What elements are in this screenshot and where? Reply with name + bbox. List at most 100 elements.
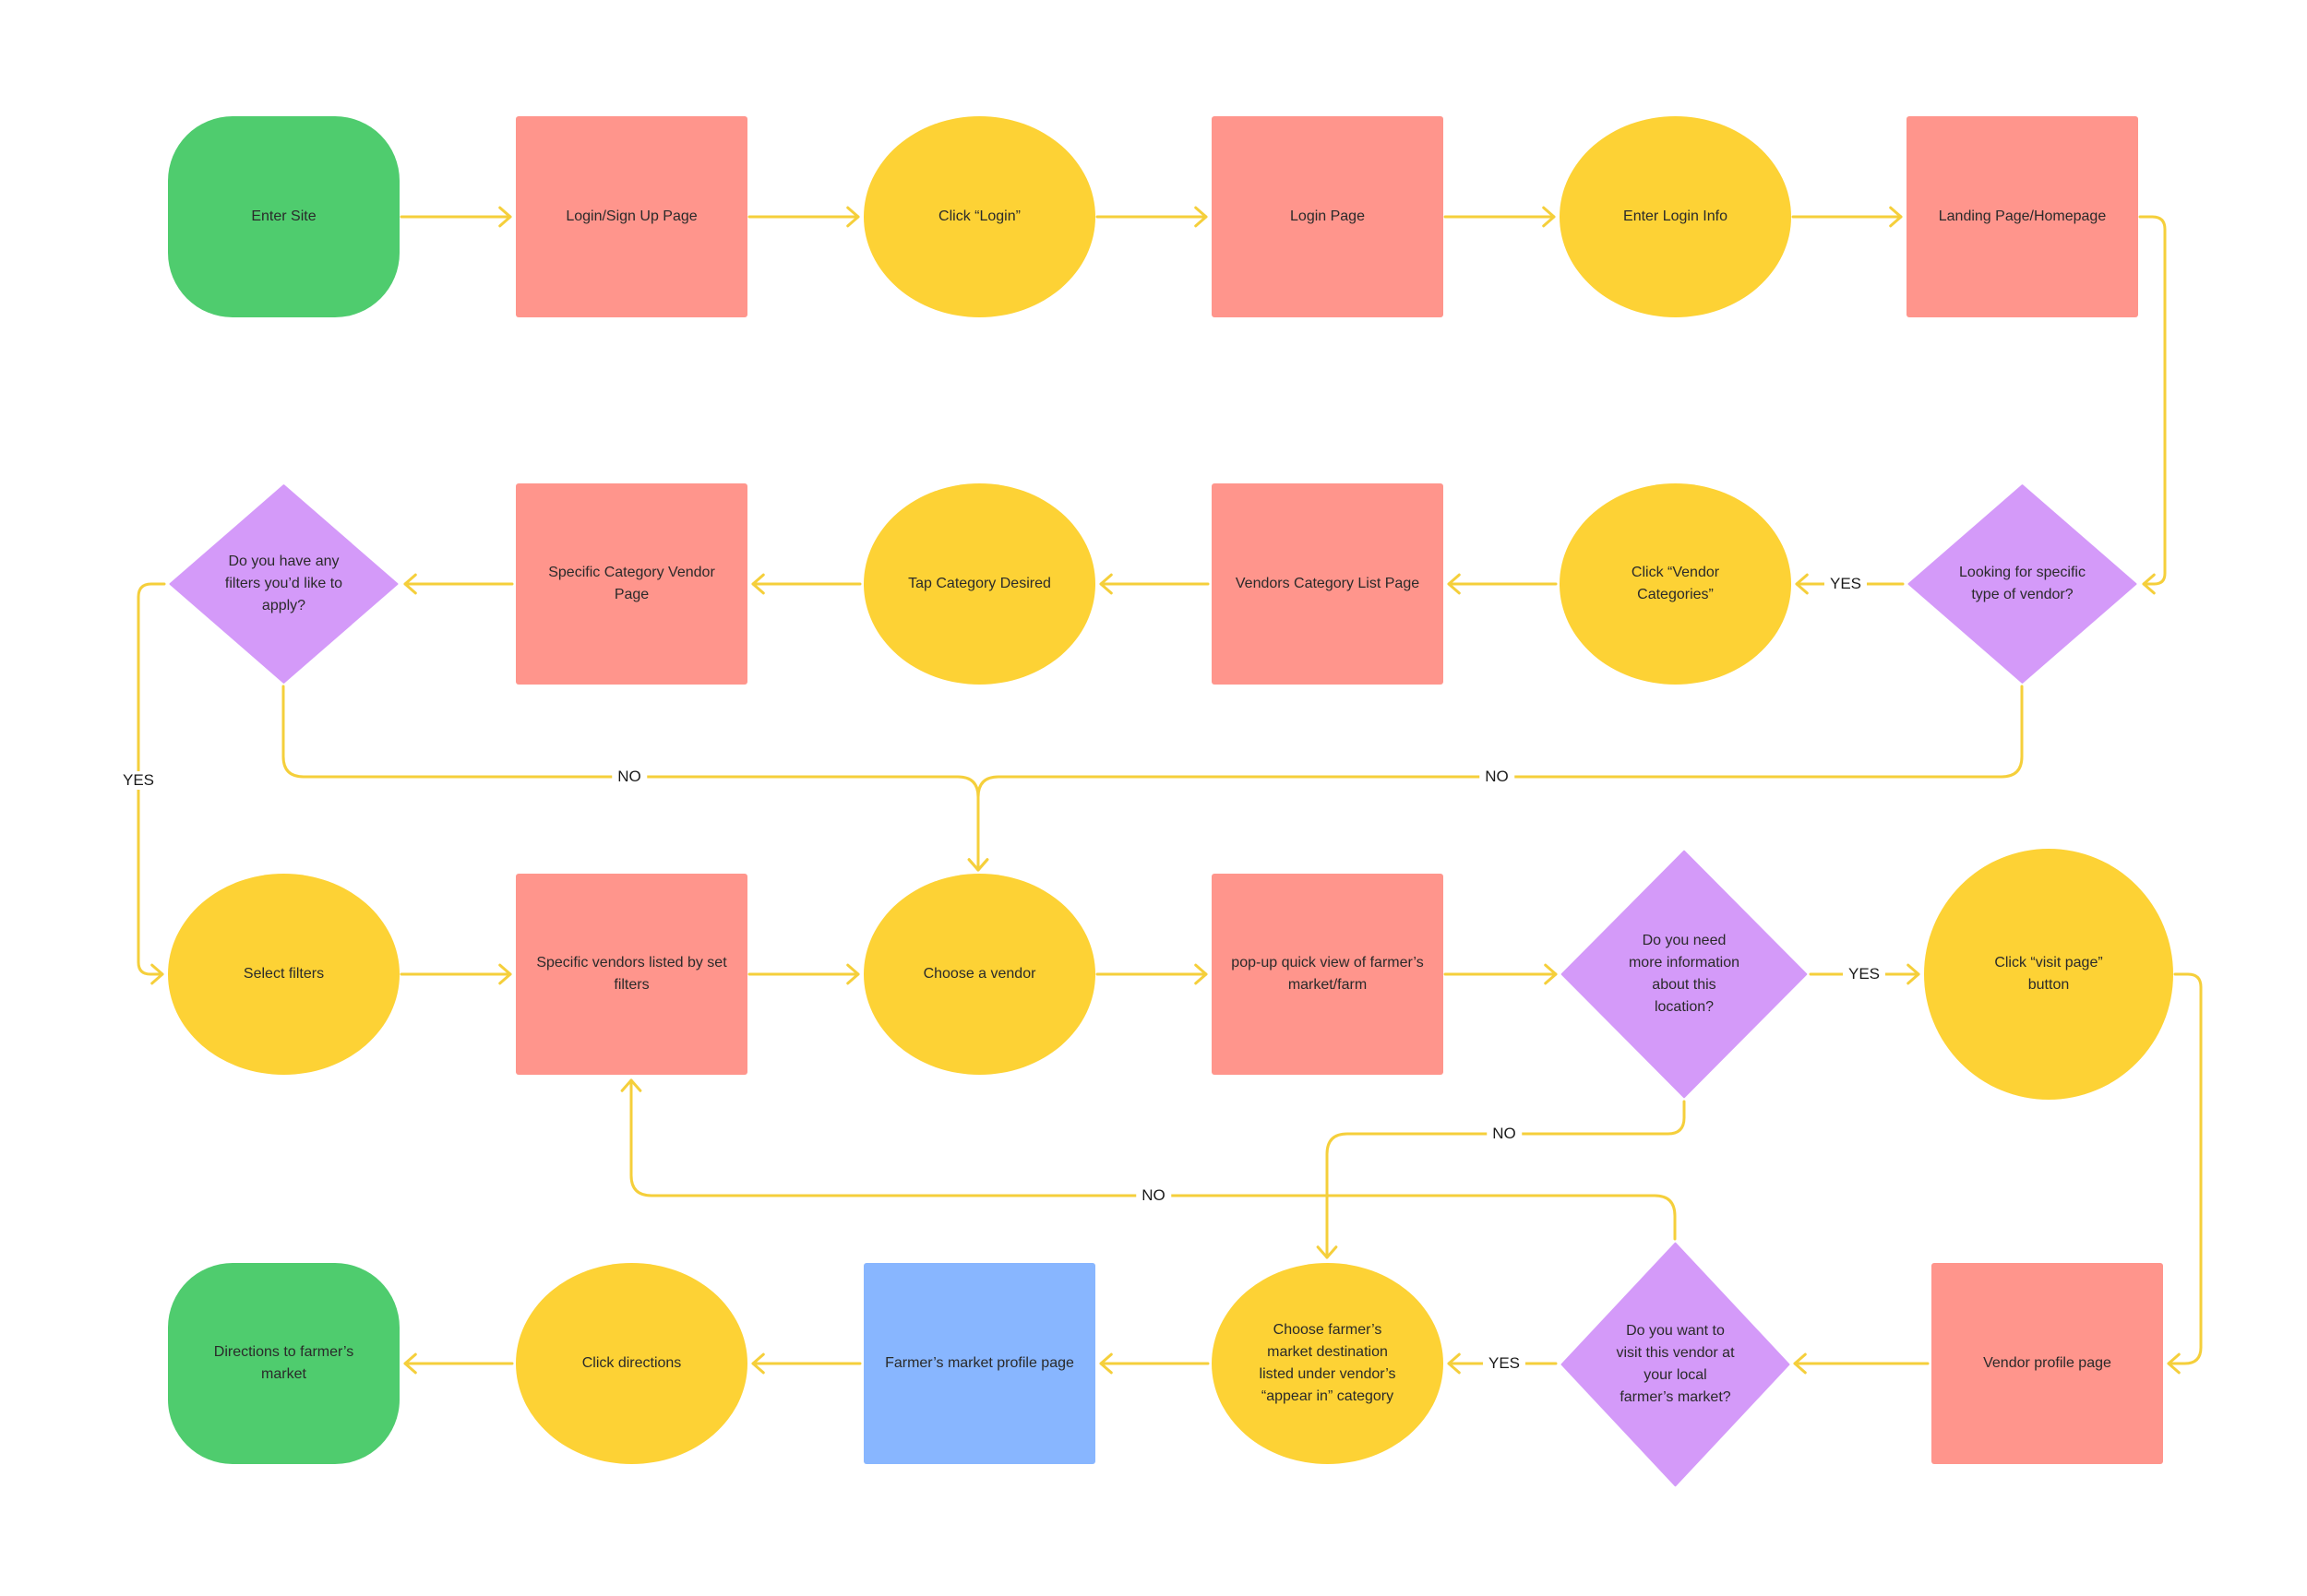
node-vendors-category-list: Vendors Category List Page [1212,483,1443,685]
connector-choose-vendor-to-popup-quick-view [1095,963,1208,985]
node-label: Enter Login Info [1623,208,1727,224]
node-vendors-by-filters: Specific vendors listed by set filters [516,874,747,1075]
node-label: pop-up quick view of farmer’s market/far… [1231,955,1424,993]
arrowhead [1907,963,1920,985]
edge-label-yes: YES [116,771,161,790]
node-label: Select filters [243,966,325,982]
edge-label-no: NO [1136,1186,1171,1205]
connector-click-directions-to-directions [403,1352,514,1375]
node-label: Vendors Category List Page [1235,576,1420,591]
arrowhead [403,1352,417,1375]
node-click-vendor-categories: Click “Vendor Categories” [1560,483,1791,685]
connector-tap-category-to-specific-category-page [751,573,862,595]
arrowhead [1194,963,1208,985]
arrowhead [2142,573,2156,595]
node-label: Looking for specific type of vendor? [1959,565,2086,602]
node-label: Do you want to visit this vendor at your… [1616,1323,1735,1405]
arrowhead [846,963,860,985]
connector-choose-destination-to-market-profile [1099,1352,1210,1375]
arrowhead [1099,1352,1113,1375]
node-filters-question: Do you have any filters you’d like to ap… [168,483,400,685]
arrowhead [1447,1352,1461,1375]
arrowhead [751,573,765,595]
node-label: Click “visit page” button [1994,955,2103,993]
node-label: Choose a vendor [923,966,1036,982]
node-need-more-info: Do you need more information about this … [1560,849,1809,1100]
arrowhead [1544,963,1558,985]
node-label: Do you need more information about this … [1628,933,1740,1015]
arrowhead [1194,206,1208,228]
node-login-page: Login Page [1212,116,1443,317]
node-label: Farmer’s market profile page [885,1355,1074,1371]
node-directions: Directions to farmer’s market [168,1263,400,1464]
arrowhead [751,1352,765,1375]
connector-line [2167,972,2203,1365]
connector-market-profile-to-click-directions [751,1352,862,1375]
arrowhead [1793,1352,1807,1375]
arrowhead [1447,573,1461,595]
node-label: Click “Vendor Categories” [1631,565,1720,602]
connector-click-vendor-categories-to-vendors-category-list [1447,573,1558,595]
node-enter-login-info: Enter Login Info [1560,116,1791,317]
node-label: Choose farmer’s market destination liste… [1259,1322,1396,1404]
node-label: Login Page [1290,208,1365,224]
connector-enter-login-info-to-landing-page [1791,206,1903,228]
node-click-login: Click “Login” [864,116,1095,317]
arrowhead [620,1078,642,1092]
connector-line [629,1078,1677,1241]
node-enter-site: Enter Site [168,116,400,317]
arrowhead [403,573,417,595]
node-looking-specific: Looking for specific type of vendor? [1907,483,2138,685]
edge-label-yes: YES [1823,575,1868,593]
connector-click-visit-page-to-vendor-profile [2167,972,2203,1375]
connector-vendors-by-filters-to-choose-vendor [747,963,860,985]
decision-diamond [1907,483,2138,685]
node-select-filters: Select filters [168,874,400,1075]
node-specific-category-page: Specific Category Vendor Page [516,483,747,685]
arrowhead [1099,573,1113,595]
arrowhead [498,963,512,985]
node-label: Vendor profile page [1983,1355,2111,1371]
connector-visit-vendor-question-to-vendors-by-filters [620,1078,1677,1241]
node-landing-page: Landing Page/Homepage [1907,116,2138,317]
arrowhead [1542,206,1556,228]
arrowhead [150,963,164,985]
node-click-visit-page: Click “visit page” button [1924,849,2173,1100]
edge-label-no: NO [612,768,647,786]
connector-select-filters-to-vendors-by-filters [400,963,512,985]
node-label: Enter Site [251,208,317,224]
arrowhead [1316,1245,1338,1259]
node-click-directions: Click directions [516,1263,747,1464]
node-label: Login/Sign Up Page [566,208,698,224]
connector-specific-category-page-to-filters-question [403,573,514,595]
node-market-profile: Farmer’s market profile page [864,1263,1095,1464]
decision-diamond [168,483,400,685]
edge-label-yes: YES [1842,965,1886,983]
node-tap-category: Tap Category Desired [864,483,1095,685]
node-label: Click directions [581,1355,682,1371]
connector-login-page-to-enter-login-info [1443,206,1556,228]
connector-enter-site-to-login-signup [400,206,512,228]
node-popup-quick-view: pop-up quick view of farmer’s market/far… [1212,874,1443,1075]
node-label: Specific Category Vendor Page [548,565,715,602]
connector-popup-quick-view-to-need-more-info [1443,963,1558,985]
arrowhead [498,206,512,228]
edge-label-no: NO [1487,1125,1522,1143]
node-label: Specific vendors listed by set filters [536,955,727,993]
connector-landing-page-to-looking-specific [2138,215,2167,595]
arrowhead [1889,206,1903,228]
edge-label-yes: YES [1482,1354,1526,1373]
decision-diamond [1560,1241,1791,1488]
decision-diamond [1560,849,1809,1100]
arrowhead [1795,573,1809,595]
arrowhead [967,858,989,872]
node-visit-vendor-question: Do you want to visit this vendor at your… [1560,1241,1791,1488]
connector-click-login-to-login-page [1095,206,1208,228]
arrowhead [846,206,860,228]
arrowhead [2167,1352,2181,1375]
node-label: Click “Login” [938,208,1021,224]
connector-vendor-profile-to-visit-vendor-question [1793,1352,1930,1375]
node-label: Do you have any filters you’d like to ap… [224,554,343,613]
node-vendor-profile: Vendor profile page [1931,1263,2163,1464]
connector-line [2138,215,2167,586]
